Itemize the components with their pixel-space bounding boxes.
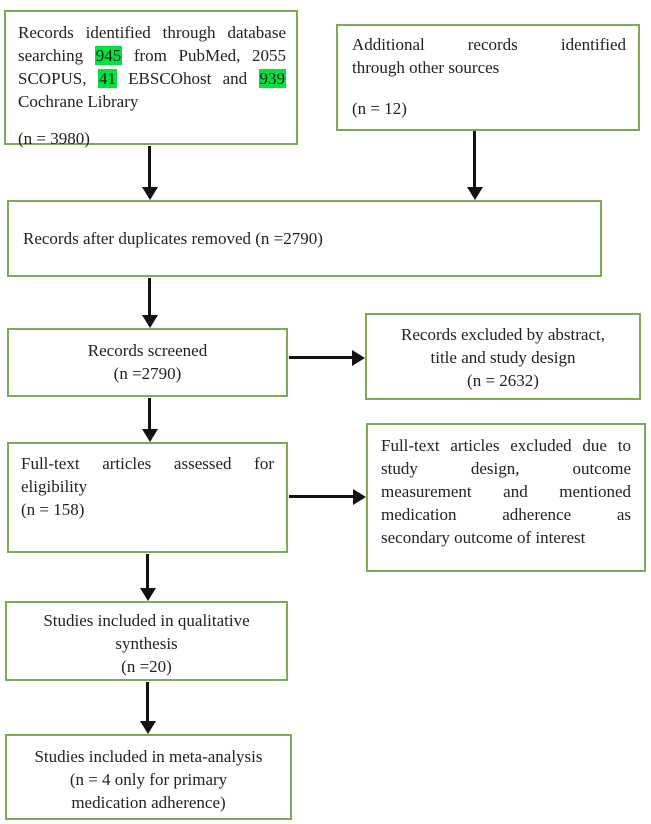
box-duplicates-removed: Records after duplicates removed (n =279… — [7, 200, 602, 277]
box-fulltext-excluded: Full-text articles excluded due to study… — [366, 423, 646, 572]
box-qualitative-synthesis: Studies included in qualitative synthesi… — [5, 601, 288, 681]
identified-line1-text: Records identified through database — [18, 23, 286, 42]
excluded-screening-line2: title and study design — [430, 348, 576, 367]
arrow-screened-to-excluded-head — [352, 350, 365, 366]
arrow-additional-to-duplicates-head — [467, 187, 483, 200]
box-records-identified: Records identified through database sear… — [4, 10, 298, 148]
duplicates-removed-text: Records after duplicates removed (n =279… — [23, 229, 323, 248]
highlight-945: 945 — [94, 46, 123, 65]
arrow-fulltext-to-qualitative-head — [140, 588, 156, 601]
fulltext-excluded-line5: secondary outcome of interest — [381, 528, 586, 547]
arrow-identified-to-duplicates-line — [148, 146, 151, 188]
fulltext-line2: eligibility — [21, 477, 88, 496]
arrow-screened-to-fulltext-head — [142, 429, 158, 442]
highlight-41: 41 — [97, 69, 117, 88]
meta-line1: Studies included in meta-analysis — [34, 747, 263, 766]
qualitative-count: (n =20) — [121, 657, 172, 676]
identified-line2-pre: searching — [18, 46, 95, 65]
fulltext-excluded-line4-text: medication adherence as — [381, 505, 631, 524]
box-records-excluded: Records excluded by abstract, title and … — [365, 313, 641, 400]
arrow-fulltext-to-excluded-line — [289, 495, 354, 498]
meta-line2: (n = 4 only for primary — [69, 770, 228, 789]
additional-line1: Additional records identified — [352, 33, 626, 56]
identified-line2: searching 945 from PubMed, 2055 — [18, 44, 286, 67]
qualitative-line1: Studies included in qualitative — [43, 611, 250, 630]
arrow-identified-to-duplicates-head — [142, 187, 158, 200]
arrow-fulltext-to-qualitative-line — [146, 554, 149, 589]
arrow-duplicates-to-screened-line — [148, 278, 151, 316]
fulltext-excluded-line2-text: study design, outcome — [381, 459, 631, 478]
identified-count: (n = 3980) — [18, 129, 90, 148]
identified-line3: SCOPUS, 41 EBSCOhost and 939 — [18, 67, 286, 90]
fulltext-excluded-line1-text: Full-text articles excluded due to — [381, 436, 631, 455]
meta-line3: medication adherence) — [71, 793, 226, 812]
identified-line1: Records identified through database — [18, 21, 286, 44]
arrow-duplicates-to-screened-head — [142, 315, 158, 328]
box-records-screened: Records screened (n =2790) — [7, 328, 288, 397]
excluded-screening-line1: Records excluded by abstract, — [401, 325, 605, 344]
qualitative-line2: synthesis — [115, 634, 178, 653]
additional-line2: through other sources — [352, 58, 500, 77]
fulltext-count: (n = 158) — [21, 500, 85, 519]
excluded-screening-count: (n = 2632) — [467, 371, 539, 390]
fulltext-excluded-line4: medication adherence as — [381, 503, 631, 526]
fulltext-excluded-line2: study design, outcome — [381, 457, 631, 480]
arrow-additional-to-duplicates-line — [473, 131, 476, 188]
screened-count: (n =2790) — [113, 364, 182, 383]
box-fulltext-assessed: Full-text articles assessed for eligibil… — [7, 442, 288, 553]
fulltext-line1: Full-text articles assessed for — [21, 452, 274, 475]
arrow-qualitative-to-meta-head — [140, 721, 156, 734]
identified-line3-mid: EBSCOhost and — [116, 69, 259, 88]
arrow-screened-to-fulltext-line — [148, 398, 151, 430]
box-additional-records: Additional records identified through ot… — [336, 24, 640, 131]
fulltext-line1-text: Full-text articles assessed for — [21, 454, 274, 473]
identified-line2-post: from PubMed, 2055 — [122, 46, 286, 65]
identified-line3-pre: SCOPUS, — [18, 69, 98, 88]
fulltext-excluded-line3: measurement and mentioned — [381, 480, 631, 503]
identified-line4: Cochrane Library — [18, 92, 139, 111]
screened-line1: Records screened — [87, 341, 208, 360]
fulltext-excluded-line1: Full-text articles excluded due to — [381, 434, 631, 457]
arrow-screened-to-excluded-line — [289, 356, 353, 359]
box-meta-analysis: Studies included in meta-analysis (n = 4… — [5, 734, 292, 820]
arrow-fulltext-to-excluded-head — [353, 489, 366, 505]
fulltext-excluded-line3-text: measurement and mentioned — [381, 482, 631, 501]
highlight-939: 939 — [258, 69, 286, 88]
arrow-qualitative-to-meta-line — [146, 682, 149, 722]
additional-line1-text: Additional records identified — [352, 35, 626, 54]
additional-count: (n = 12) — [352, 99, 407, 118]
